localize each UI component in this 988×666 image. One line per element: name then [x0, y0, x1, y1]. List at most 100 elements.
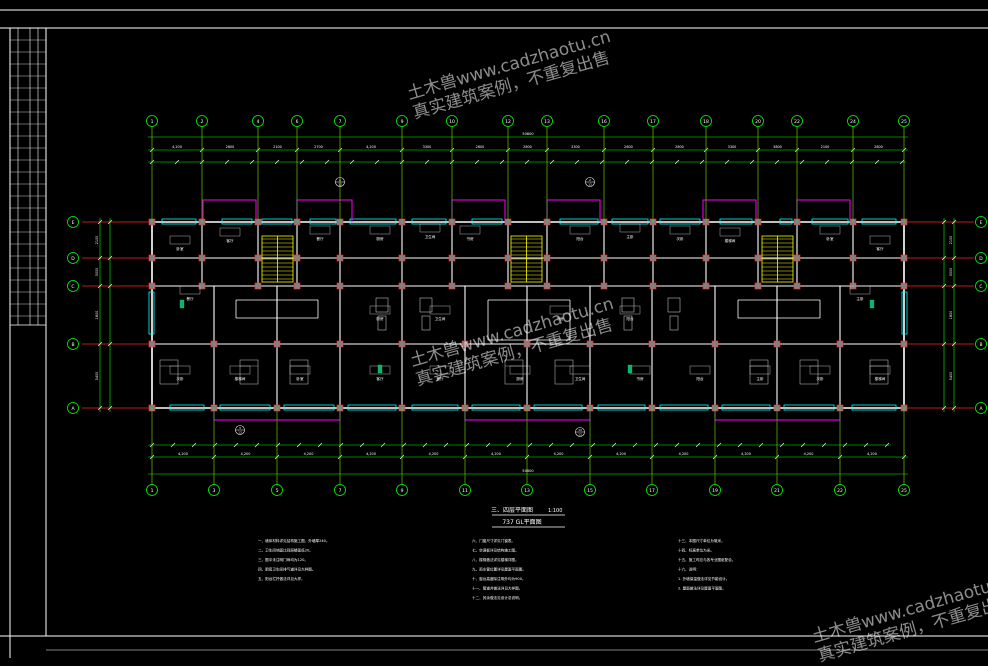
furniture [369, 305, 391, 315]
dim-tick [624, 159, 630, 165]
column [254, 282, 262, 290]
fixture [179, 299, 185, 309]
dim-top-label: 3300 [423, 145, 432, 149]
room-label: 卫生间 [575, 376, 586, 381]
axis-left-label: D [71, 256, 75, 262]
dim-tick [401, 442, 407, 448]
furniture [669, 225, 691, 235]
column [336, 340, 344, 348]
dim-tick [599, 159, 605, 165]
dim-tick [842, 442, 848, 448]
dim-tick [107, 283, 113, 289]
note-line: 十、窗台高度除注明外均为900。 [472, 576, 526, 581]
axis-left-circle [67, 338, 79, 350]
dim-tick [97, 255, 103, 261]
axis-bottom-label: 17 [649, 488, 655, 494]
room-label: 阳台 [626, 316, 634, 321]
dim-top-label: 2800 [675, 145, 684, 149]
axis-right-circle [975, 402, 987, 414]
window-layout [148, 218, 908, 411]
column [702, 282, 710, 290]
dim-bottom-label: 4,200 [178, 452, 188, 456]
axis-left-label: E [72, 220, 75, 226]
window-top [659, 218, 701, 225]
room-label: 厨房 [516, 376, 524, 381]
dim-top-label: 2100 [821, 145, 830, 149]
dim-tick [941, 341, 947, 347]
dim-tick [716, 442, 722, 448]
axis-top-label: 16 [601, 119, 607, 125]
room-label: 客厅 [876, 246, 884, 251]
window-bottom [411, 404, 459, 411]
note-line: 八、楼梯做法详见楼梯详图。 [472, 557, 519, 562]
room-labels: 卧室客厅餐厅厨房卫生间书房阳台主卧次卧楼梯间卧室客厅餐厅厨房卫生间书房阳台主卧次… [159, 223, 891, 385]
table [377, 315, 387, 331]
dim-tick [499, 159, 505, 165]
axis-bottom-label: 15 [587, 488, 593, 494]
bed [799, 359, 819, 385]
room-label: 卫生间 [425, 234, 436, 239]
axis-top-label: 2 [201, 119, 204, 125]
column [754, 254, 762, 262]
window-bottom [783, 404, 835, 411]
dim-top-label: 2600 [624, 145, 633, 149]
axis-top-label: 20 [755, 119, 761, 125]
dim-tick [874, 159, 880, 165]
axis-top-label: 10 [449, 119, 455, 125]
detail-tag-label: 2 [339, 178, 341, 182]
room-label: 阳台 [696, 376, 704, 381]
dim-top-label: 4,200 [172, 145, 182, 149]
dim-tick [674, 159, 680, 165]
dim-left-label: 5400 [95, 372, 99, 381]
dim-tick [107, 341, 113, 347]
axis-top-label: 4 [257, 119, 260, 125]
dim-tick [349, 159, 355, 165]
room-label: 书房 [556, 316, 564, 321]
detail-tag-label: 13 [578, 428, 582, 432]
room-label: 厨房 [376, 236, 384, 241]
column [793, 254, 801, 262]
axis-left-circle [67, 280, 79, 292]
fixture [627, 364, 633, 374]
dim-tick [380, 442, 386, 448]
dim-top-label: 2100 [273, 145, 282, 149]
column [398, 282, 406, 290]
wall-layout [151, 221, 905, 409]
dim-top-label: 2800 [874, 145, 883, 149]
dim-tick [324, 159, 330, 165]
furniture [849, 285, 871, 295]
dim-right-label: 5400 [949, 372, 953, 381]
column [543, 254, 551, 262]
bed [159, 359, 179, 385]
balcony-top [202, 199, 257, 222]
dim-tick [97, 283, 103, 289]
furniture [179, 285, 201, 295]
dim-top-label: 2800 [226, 145, 235, 149]
window-bottom [347, 404, 397, 411]
dim-top-label: 3300 [571, 145, 580, 149]
furniture [459, 225, 481, 235]
note-line: 二、卫生间地面比同层楼面低20。 [258, 548, 313, 553]
dim-tick [296, 442, 302, 448]
dim-tick [749, 159, 755, 165]
column [900, 282, 908, 290]
axis-top-label: 12 [505, 119, 511, 125]
column [148, 340, 156, 348]
room-label: 书房 [466, 236, 474, 241]
column [504, 282, 512, 290]
dim-tick [506, 442, 512, 448]
window-top [719, 218, 753, 225]
column [336, 254, 344, 262]
furniture [429, 305, 451, 315]
dim-tick [941, 283, 947, 289]
room-label: 次卧 [176, 376, 184, 381]
table [419, 297, 433, 313]
drawing-subtitle: 737 GL平面图 [502, 519, 541, 526]
dim-tick [653, 442, 659, 448]
dim-tick [548, 442, 554, 448]
column [293, 254, 301, 262]
note-line: 七、空调板详见结构施工图。 [472, 548, 519, 553]
dim-tick [758, 442, 764, 448]
column [849, 254, 857, 262]
